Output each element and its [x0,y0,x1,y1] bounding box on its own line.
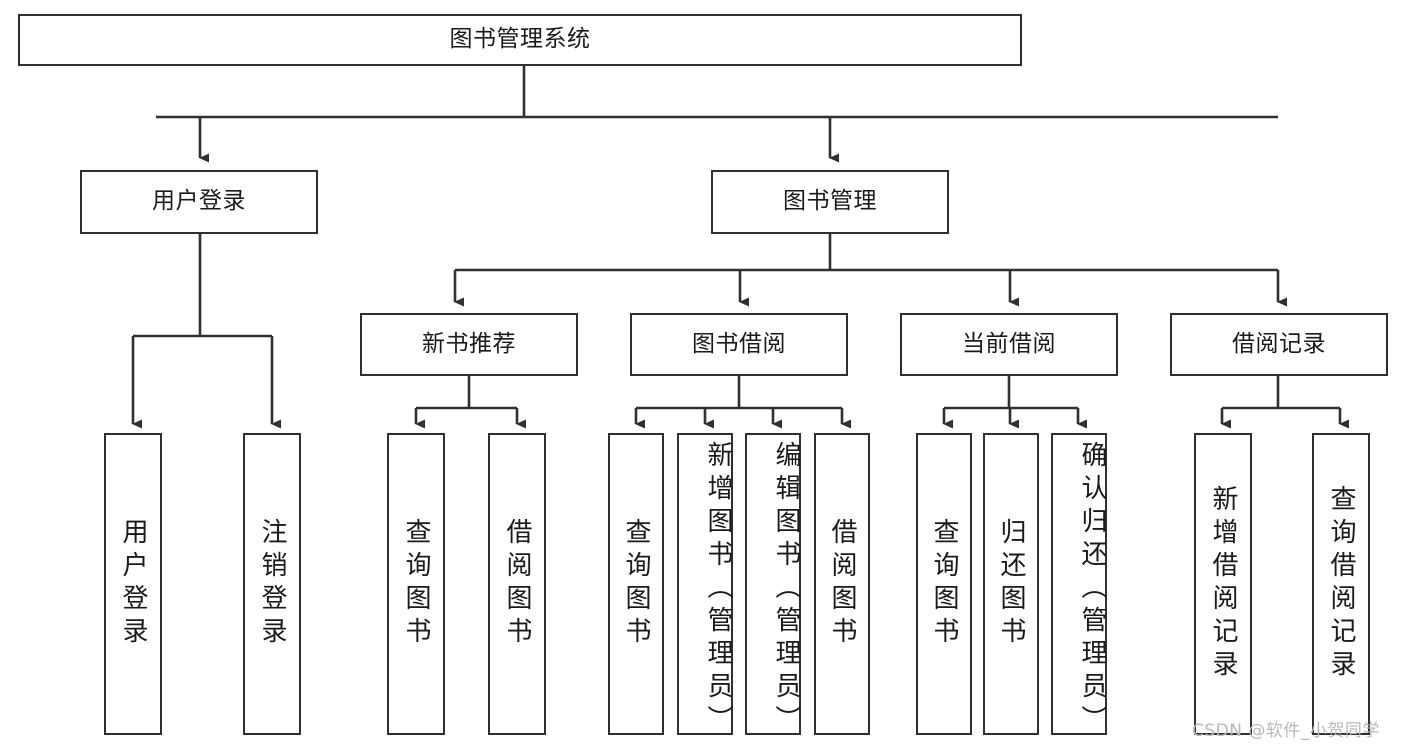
leaf-user-login[interactable]: 用户登录 [104,433,162,735]
node-label: 图书管理系统 [449,26,591,53]
node-label: 用户登录 [118,518,148,650]
leaf-confirm-return-admin[interactable]: 确认归还（管理员） [1051,433,1107,738]
leaf-logout-login[interactable]: 注销登录 [243,433,301,735]
node-label: 新增图书（管理员） [703,440,733,738]
csdn-watermark: CSDN @软件_小贺同学 [1192,721,1380,741]
node-borrow-records[interactable]: 借阅记录 [1170,313,1388,376]
leaf-add-book-admin[interactable]: 新增图书（管理员） [677,433,733,738]
node-label: 当前借阅 [962,330,1056,357]
node-label: 确认归还（管理员） [1077,440,1107,738]
node-label: 借阅记录 [1232,330,1326,357]
node-label: 借阅图书 [827,518,857,650]
leaf-query-book-newbook[interactable]: 查询图书 [387,433,445,735]
node-label: 新增借阅记录 [1208,485,1238,683]
node-label: 借阅图书 [502,518,532,650]
leaf-borrow-book[interactable]: 借阅图书 [814,433,870,735]
node-book-borrowing[interactable]: 图书借阅 [630,313,848,376]
node-current-borrowing[interactable]: 当前借阅 [900,313,1118,376]
node-label: 查询图书 [929,518,959,650]
node-book-management[interactable]: 图书管理 [711,170,949,234]
node-label: 用户登录 [152,188,246,215]
node-root-book-management-system[interactable]: 图书管理系统 [18,14,1022,66]
leaf-edit-book-admin[interactable]: 编辑图书（管理员） [745,433,801,738]
leaf-borrow-book-newbook[interactable]: 借阅图书 [488,433,546,735]
node-label: 编辑图书（管理员） [771,440,801,738]
node-label: 查询图书 [401,518,431,650]
leaf-query-book-current[interactable]: 查询图书 [916,433,972,735]
node-label: 查询借阅记录 [1326,485,1356,683]
node-label: 图书管理 [783,188,877,215]
node-user-login[interactable]: 用户登录 [80,170,318,234]
leaf-add-borrow-record[interactable]: 新增借阅记录 [1194,433,1252,735]
node-label: 注销登录 [257,518,287,650]
node-label: 查询图书 [621,518,651,650]
node-label: 归还图书 [996,518,1026,650]
leaf-query-book-borrow[interactable]: 查询图书 [608,433,664,735]
leaf-query-borrow-record[interactable]: 查询借阅记录 [1312,433,1370,735]
node-label: 图书借阅 [692,330,786,357]
leaf-return-book[interactable]: 归还图书 [983,433,1039,735]
node-new-book-recommendation[interactable]: 新书推荐 [360,313,578,376]
node-label: 新书推荐 [422,330,516,357]
